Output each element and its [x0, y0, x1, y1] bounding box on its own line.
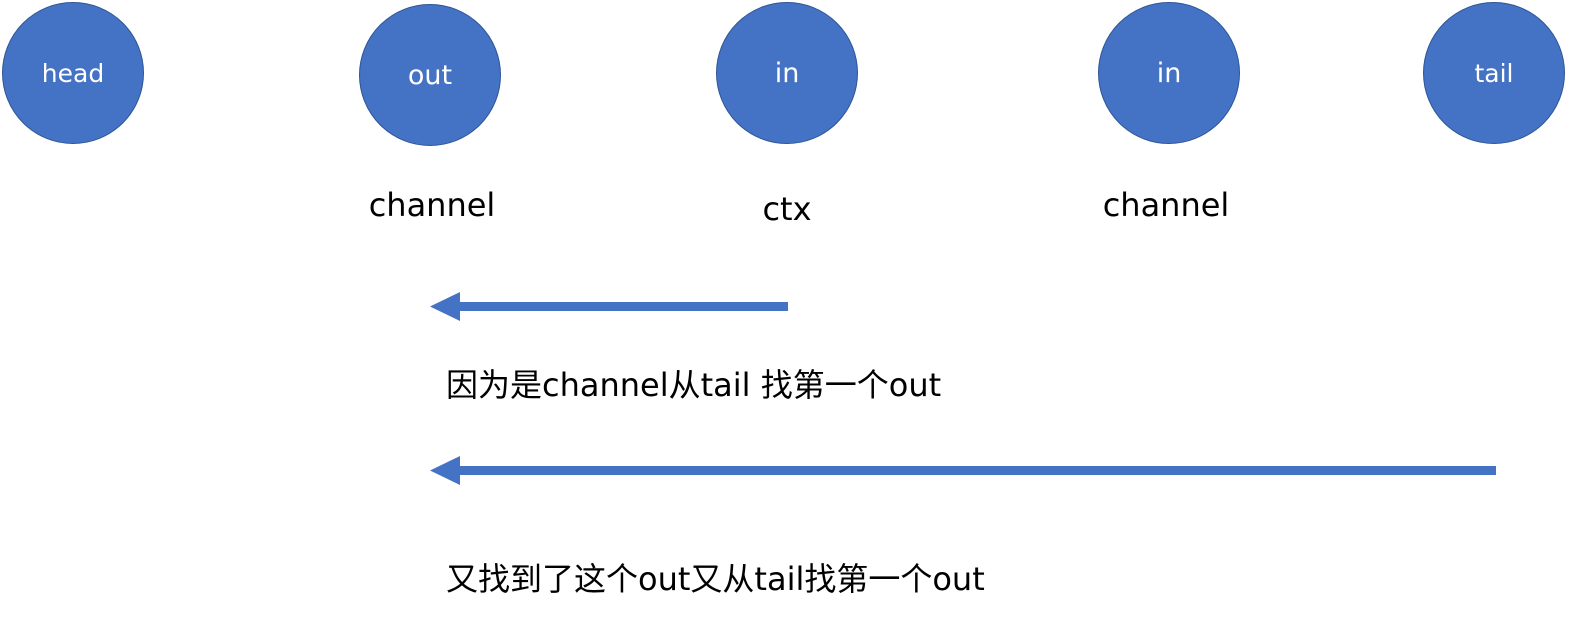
- node-in-channel: in: [1098, 2, 1240, 144]
- node-in-ctx-sublabel: ctx: [762, 190, 812, 228]
- node-out: out: [359, 4, 501, 146]
- node-in-ctx-label: in: [774, 57, 800, 89]
- note-first: 因为是channel从tail 找第一个out: [446, 366, 942, 404]
- node-tail-label: tail: [1474, 58, 1514, 88]
- node-in-channel-label: in: [1156, 57, 1182, 89]
- node-tail: tail: [1423, 2, 1565, 144]
- arrow-ctx-to-out: [430, 292, 788, 321]
- node-head-label: head: [41, 58, 105, 88]
- node-in-ctx: in: [716, 2, 858, 144]
- node-head: head: [2, 2, 144, 144]
- node-out-sublabel: channel: [368, 186, 496, 224]
- note-second: 又找到了这个out又从tail找第一个out: [446, 560, 985, 598]
- node-in-channel-sublabel: channel: [1102, 186, 1230, 224]
- arrow-tail-to-out: [430, 456, 1496, 485]
- node-out-label: out: [407, 59, 453, 91]
